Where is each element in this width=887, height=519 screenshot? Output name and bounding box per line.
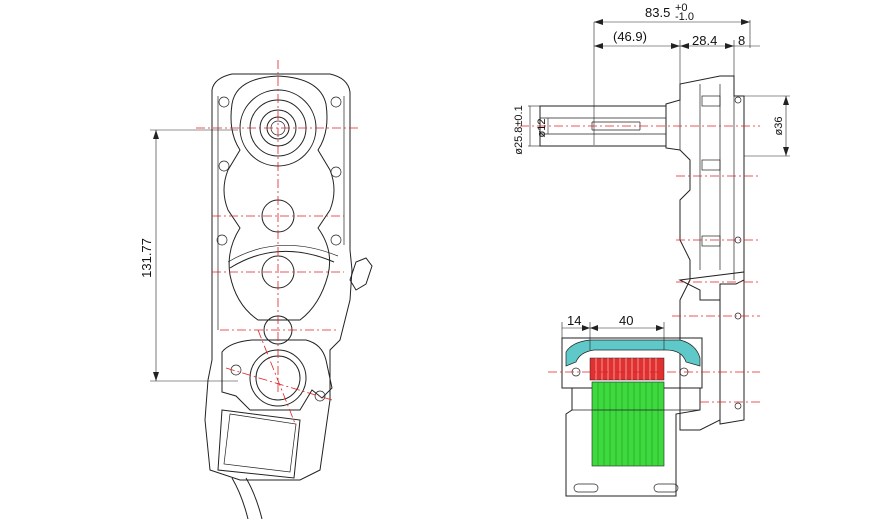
motor-insulator <box>565 339 701 367</box>
dim-14-label: 14 <box>567 313 581 328</box>
lower-gear-section <box>678 271 745 425</box>
connector-tab <box>349 257 373 291</box>
dim-28-4-label: 28.4 <box>692 33 717 48</box>
overall-length-label: 83.5 <box>645 5 670 20</box>
dim-40-label: 40 <box>619 313 633 328</box>
side-view: 83.5 +0 -1.0 (46.9) 28.4 8 ø25.8±0.1 ø12 <box>513 2 790 497</box>
front-view: 131.77 <box>139 60 373 519</box>
height-dim-label: 131.77 <box>139 238 154 278</box>
shaft-diameter-label: ø25.8±0.1 <box>513 105 525 154</box>
housing-diameter-label: ø36 <box>773 117 785 136</box>
ref-length-label: (46.9) <box>613 29 647 44</box>
overall-tol-lower: -1.0 <box>675 11 694 23</box>
gear-housing-upper <box>223 75 335 321</box>
shaft-inner-label: ø12 <box>536 119 548 138</box>
motor-coil <box>217 409 301 479</box>
dim-8-label: 8 <box>738 33 745 48</box>
gearbox-side-housing <box>665 75 745 431</box>
red-winding <box>589 357 665 381</box>
motor-base-bracket <box>565 388 701 497</box>
front-housing-outline <box>204 73 353 481</box>
lead-wires <box>231 477 263 519</box>
overall-tol-upper: +0 <box>675 2 688 14</box>
